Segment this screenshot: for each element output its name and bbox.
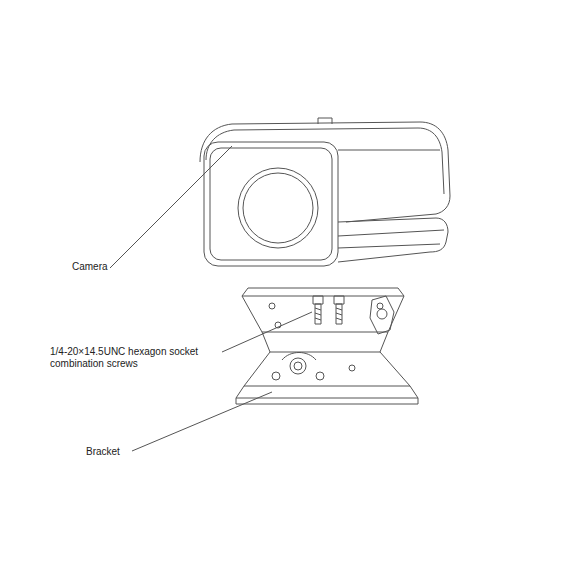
hex-screw — [334, 296, 344, 324]
lens-inner — [243, 173, 313, 243]
leader-line — [132, 392, 272, 451]
adjust-screw — [377, 309, 387, 319]
front-face — [204, 142, 338, 266]
bracket-top-plate — [242, 288, 404, 296]
bracket-lower-block — [244, 352, 410, 386]
sunshield-outline — [200, 122, 450, 222]
leader-line — [222, 312, 312, 352]
bracket-upper-side — [262, 332, 388, 352]
lower-screw — [316, 372, 324, 380]
top-button — [318, 118, 332, 124]
pivot-hole — [269, 303, 275, 309]
leader-line — [110, 146, 232, 268]
pivot-hole — [349, 365, 355, 371]
front-face-inner — [210, 148, 332, 260]
pivot-hole — [377, 303, 383, 309]
bracket-upper-block — [242, 296, 404, 332]
lower-screw — [272, 372, 280, 380]
part-label-screws: 1/4-20×14.5UNC hexagon socket combinatio… — [50, 346, 218, 370]
adjust-slot — [282, 353, 316, 361]
bracket-base-edge — [236, 398, 418, 404]
adjust-knob — [370, 296, 394, 334]
part-label: Camera — [72, 261, 112, 273]
lower-pivot — [290, 358, 306, 374]
housing-body — [338, 150, 448, 262]
lower-pivot-inner — [294, 362, 302, 370]
housing-groove — [338, 230, 444, 248]
lens-outer — [238, 168, 318, 248]
hex-screw — [313, 296, 323, 324]
sunshield-inner — [206, 128, 444, 194]
part-label: Bracket — [86, 446, 132, 458]
